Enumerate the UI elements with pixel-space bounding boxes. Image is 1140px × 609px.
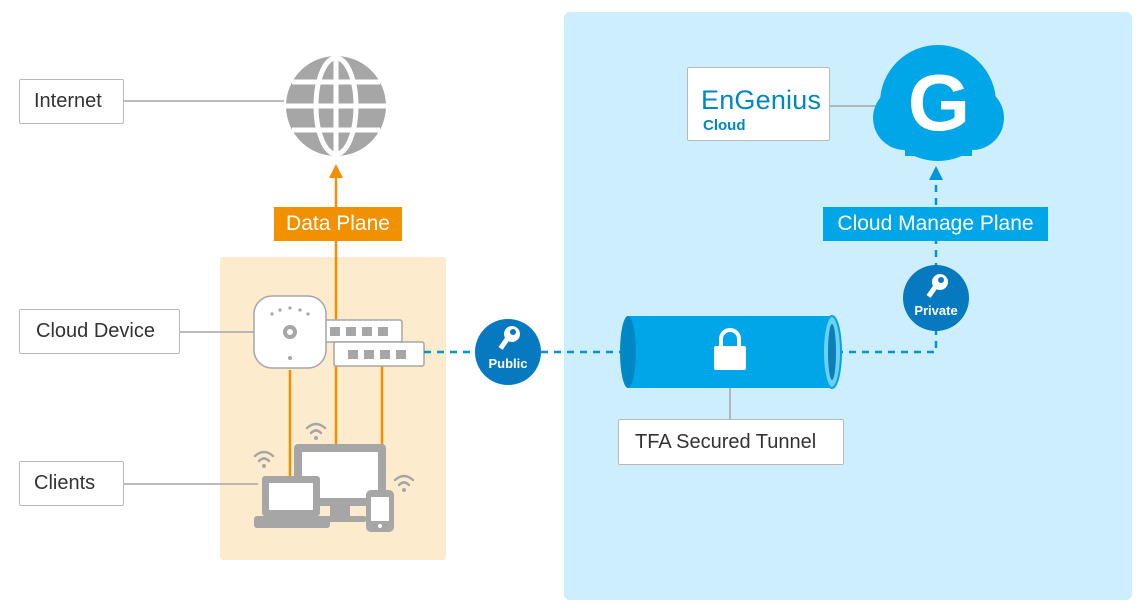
laptop-icon — [254, 476, 330, 528]
wifi-icon — [253, 422, 415, 487]
data-plane-label: Data Plane — [274, 207, 402, 241]
brand-name: EnGenius — [701, 85, 822, 115]
private-key-badge — [903, 265, 969, 331]
lock-icon — [714, 328, 746, 370]
brand-product: Cloud — [703, 117, 746, 134]
cloud-g-mark: G — [907, 58, 971, 147]
cloud-region — [564, 12, 1132, 600]
cloud-icon — [873, 45, 1004, 161]
cloud-manage-plane-label: Cloud Manage Plane — [823, 207, 1048, 241]
public-key-badge — [475, 319, 541, 385]
tunnel-label: TFA Secured Tunnel — [618, 419, 844, 465]
access-point-icon — [253, 295, 327, 369]
engenius-cloud-logo: EnGenius Cloud — [687, 67, 830, 141]
phone-icon — [366, 490, 394, 532]
private-label: Private — [914, 303, 958, 318]
internet-label: Internet — [19, 79, 124, 124]
cloud-arrowhead — [929, 166, 943, 180]
cloud-device-label: Cloud Device — [19, 309, 180, 354]
data-plane-arrowhead — [329, 164, 343, 178]
globe-icon — [286, 55, 386, 157]
switch-icon — [321, 319, 425, 367]
public-label: Public — [488, 356, 528, 371]
clients-label: Clients — [19, 461, 124, 506]
